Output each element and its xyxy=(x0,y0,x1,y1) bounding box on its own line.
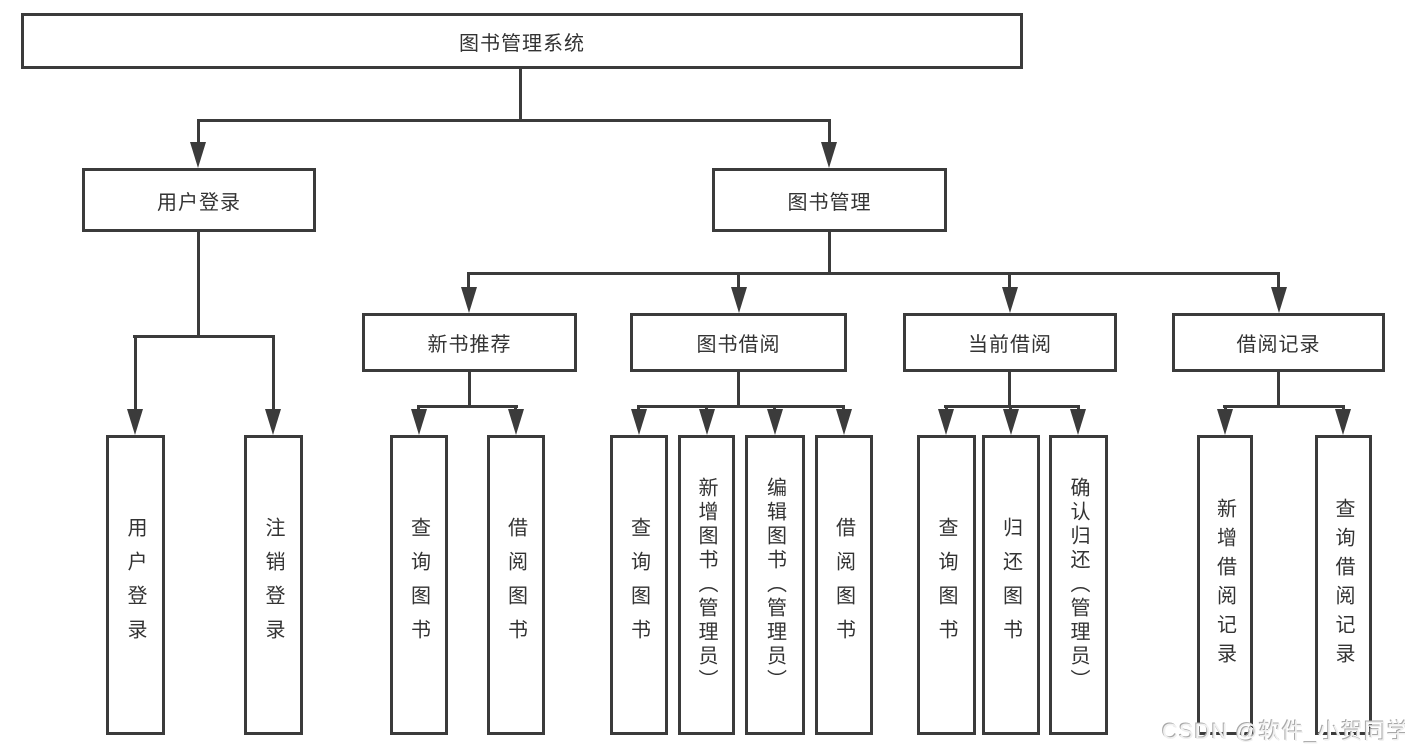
node-borrow-records: 借阅记录 xyxy=(1172,313,1385,372)
connector-to-leaf xyxy=(705,405,708,411)
connector-current-borrow-bus xyxy=(944,405,1080,408)
connector-to-leaf xyxy=(1224,405,1227,411)
connector-to-book-borrow xyxy=(737,272,740,287)
leaf-query-books-recommend: 查询图书 xyxy=(390,435,448,735)
node-label: 借阅记录 xyxy=(1236,334,1321,356)
arrow-down-icon xyxy=(731,287,747,313)
connector-to-leaf xyxy=(1009,405,1012,411)
connector-book-borrow-bus xyxy=(637,405,845,408)
arrow-down-icon xyxy=(821,142,837,168)
leaf-user-login: 用户登录 xyxy=(106,435,165,735)
leaf-label: 查询图书 xyxy=(627,517,650,653)
arrow-down-icon xyxy=(265,409,281,435)
leaf-label: 确认归还（管理员） xyxy=(1067,477,1089,693)
connector-to-new-book xyxy=(467,272,470,287)
connector-to-current-borrow xyxy=(1008,272,1011,287)
connector-root-stem xyxy=(519,69,522,119)
node-label: 新书推荐 xyxy=(427,334,512,356)
node-label: 图书管理系统 xyxy=(459,32,585,55)
connector-current-borrow-stem xyxy=(1008,372,1011,405)
connector-user-login-bus xyxy=(133,335,275,338)
connector-borrow-records-bus xyxy=(1223,405,1344,408)
leaf-edit-books-admin: 编辑图书（管理员） xyxy=(745,435,805,735)
leaf-return-books: 归还图书 xyxy=(982,435,1040,735)
leaf-label: 归还图书 xyxy=(999,517,1022,653)
connector-to-leaf xyxy=(842,405,845,411)
node-new-book-recommend: 新书推荐 xyxy=(362,313,577,372)
arrow-down-icon xyxy=(508,409,524,435)
connector-to-borrow-records xyxy=(1277,272,1280,287)
arrow-down-icon xyxy=(938,409,954,435)
connector-to-leaf xyxy=(637,405,640,411)
arrow-down-icon xyxy=(190,142,206,168)
connector-new-book-bus xyxy=(417,405,518,408)
arrow-down-icon xyxy=(699,409,715,435)
connector-to-leaf xyxy=(134,335,137,409)
leaf-query-books-borrow: 查询图书 xyxy=(610,435,668,735)
arrow-down-icon xyxy=(767,409,783,435)
node-book-borrow: 图书借阅 xyxy=(630,313,847,372)
arrow-down-icon xyxy=(411,409,427,435)
leaf-label: 注销登录 xyxy=(262,517,284,653)
connector-to-leaf xyxy=(1077,405,1080,411)
connector-to-user-login xyxy=(197,119,200,144)
arrow-down-icon xyxy=(1217,409,1233,435)
arrow-down-icon xyxy=(461,287,477,313)
leaf-add-books-admin: 新增图书（管理员） xyxy=(678,435,735,735)
connector-book-management-bus xyxy=(468,272,1280,275)
arrow-down-icon xyxy=(1271,287,1287,313)
connector-to-leaf xyxy=(773,405,776,411)
node-book-management: 图书管理 xyxy=(712,168,947,232)
leaf-label: 查询图书 xyxy=(935,517,957,653)
leaf-borrow-books: 借阅图书 xyxy=(815,435,873,735)
leaf-label: 查询图书 xyxy=(407,517,430,653)
csdn-watermark: CSDN @软件_小贺同学 xyxy=(1162,719,1405,744)
leaf-label: 查询借阅记录 xyxy=(1332,498,1354,672)
leaf-label: 编辑图书（管理员） xyxy=(763,477,786,693)
connector-user-login-stem xyxy=(197,232,200,335)
arrow-down-icon xyxy=(1003,409,1019,435)
connector-to-leaf xyxy=(417,405,420,411)
leaf-query-books-current: 查询图书 xyxy=(917,435,976,735)
arrow-down-icon xyxy=(1002,287,1018,313)
arrow-down-icon xyxy=(1335,409,1351,435)
connector-to-leaf xyxy=(945,405,948,411)
leaf-label: 新增图书（管理员） xyxy=(695,477,717,693)
node-label: 图书借阅 xyxy=(696,334,781,356)
node-label: 图书管理 xyxy=(787,191,872,214)
connector-book-borrow-stem xyxy=(737,372,740,405)
node-library-management-system: 图书管理系统 xyxy=(21,13,1023,69)
connector-root-bus xyxy=(197,119,831,122)
connector-to-book-management xyxy=(828,119,831,144)
node-current-borrow: 当前借阅 xyxy=(903,313,1117,372)
arrow-down-icon xyxy=(836,409,852,435)
leaf-label: 借阅图书 xyxy=(504,517,527,653)
connector-new-book-stem xyxy=(468,372,471,405)
leaf-query-borrow-record: 查询借阅记录 xyxy=(1315,435,1372,735)
arrow-down-icon xyxy=(1070,409,1086,435)
connector-book-management-stem xyxy=(828,232,831,272)
node-user-login: 用户登录 xyxy=(82,168,316,232)
connector-to-leaf xyxy=(272,335,275,409)
connector-to-leaf xyxy=(1342,405,1345,411)
arrow-down-icon xyxy=(127,409,143,435)
leaf-logout: 注销登录 xyxy=(244,435,303,735)
connector-to-leaf xyxy=(514,405,517,411)
leaf-confirm-return-admin: 确认归还（管理员） xyxy=(1049,435,1108,735)
leaf-add-borrow-record: 新增借阅记录 xyxy=(1197,435,1253,735)
leaf-borrow-books-recommend: 借阅图书 xyxy=(487,435,545,735)
leaf-label: 新增借阅记录 xyxy=(1213,498,1236,672)
leaf-label: 用户登录 xyxy=(124,517,146,653)
leaf-label: 借阅图书 xyxy=(832,517,855,653)
arrow-down-icon xyxy=(631,409,647,435)
node-label: 当前借阅 xyxy=(968,334,1052,356)
connector-borrow-records-stem xyxy=(1277,372,1280,405)
node-label: 用户登录 xyxy=(157,191,241,214)
